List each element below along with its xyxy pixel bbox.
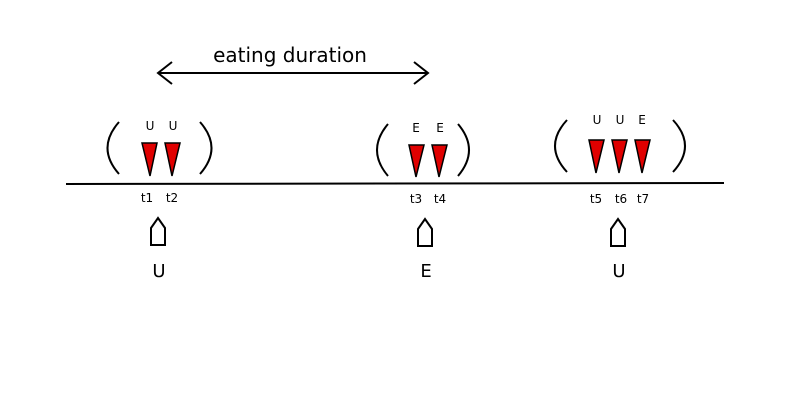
event-triangle	[141, 142, 158, 177]
event-label: U	[169, 119, 178, 133]
time-label: t1	[141, 191, 153, 205]
time-label: t2	[166, 191, 178, 205]
event-triangle	[431, 144, 448, 178]
right-bracket	[672, 119, 686, 173]
event-label: U	[593, 113, 602, 127]
pointer-marker	[610, 217, 626, 247]
event-triangle	[164, 142, 181, 177]
right-bracket	[457, 123, 470, 177]
right-bracket	[199, 121, 213, 175]
event-triangle	[588, 139, 605, 174]
left-bracket	[376, 123, 389, 177]
event-label: U	[146, 119, 155, 133]
marker-label: E	[420, 261, 431, 282]
time-label: t3	[410, 192, 422, 206]
event-label: E	[436, 121, 444, 135]
pointer-marker	[150, 216, 166, 246]
marker-label: U	[152, 261, 165, 282]
time-label: t6	[615, 192, 627, 206]
event-label: E	[412, 121, 420, 135]
event-triangle	[611, 139, 628, 174]
timeline-axis	[65, 182, 725, 185]
time-label: t5	[590, 192, 602, 206]
time-label: t4	[434, 192, 446, 206]
event-group-3: U U E t5 t6 t7 U	[554, 113, 686, 282]
time-label: t7	[637, 192, 649, 206]
event-label: U	[616, 113, 625, 127]
event-group-2: E E t3 t4 E	[376, 121, 470, 282]
event-label: E	[638, 113, 646, 127]
pointer-marker	[417, 217, 433, 247]
duration-arrow	[156, 61, 430, 85]
left-bracket	[554, 119, 568, 173]
event-triangle	[634, 139, 651, 174]
left-bracket	[106, 121, 120, 175]
event-triangle	[408, 144, 425, 178]
event-group-1: U U t1 t2 U	[106, 119, 213, 282]
duration-label: eating duration	[213, 43, 367, 67]
marker-label: U	[612, 261, 625, 282]
